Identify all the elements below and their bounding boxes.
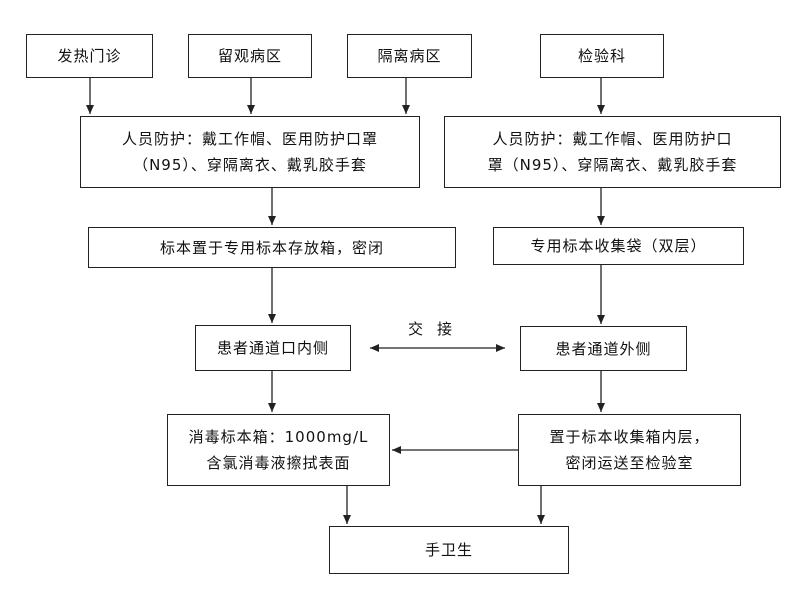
node-transport-line-1: 置于标本收集箱内层，	[549, 428, 710, 446]
node-inner-side-text: 患者通道口内侧	[216, 339, 329, 357]
node-specimen-bag-text: 专用标本收集袋（双层）	[530, 237, 707, 255]
node-protection-right: 人员防护：戴工作帽、医用防护口 罩（N95）、穿隔离衣、戴乳胶手套	[444, 116, 781, 188]
node-hand-hygiene: 手卫生	[329, 526, 569, 574]
node-outer-side-text: 患者通道外侧	[555, 339, 652, 358]
node-fever-clinic: 发热门诊	[26, 34, 153, 78]
node-transport: 置于标本收集箱内层， 密闭运送至检验室	[518, 414, 741, 486]
node-transport-line-2: 密闭运送至检验室	[565, 454, 694, 472]
node-isolation-ward: 隔离病区	[347, 34, 472, 78]
node-disinfect-line-1: 消毒标本箱：1000mg/L	[188, 428, 369, 446]
handover-label: 交接	[408, 320, 467, 338]
node-inner-side: 患者通道口内侧	[195, 325, 351, 371]
node-specimen-box: 标本置于专用标本存放箱，密闭	[88, 227, 456, 268]
node-disinfect: 消毒标本箱：1000mg/L 含氯消毒液擦拭表面	[167, 414, 390, 486]
node-protection-right-line-1: 人员防护：戴工作帽、医用防护口	[492, 130, 733, 148]
node-fever-clinic-text: 发热门诊	[57, 47, 122, 65]
node-protection-left-line-1: 人员防护：戴工作帽、医用防护口罩	[121, 130, 378, 148]
node-protection-left-line-2: （N95）、穿隔离衣、戴乳胶手套	[133, 156, 367, 174]
node-isolation-ward-text: 隔离病区	[377, 47, 442, 65]
node-disinfect-line-2: 含氯消毒液擦拭表面	[206, 454, 351, 472]
node-protection-right-line-2: 罩（N95）、穿隔离衣、戴乳胶手套	[487, 156, 738, 174]
node-hand-hygiene-text: 手卫生	[424, 541, 473, 559]
node-observation-ward: 留观病区	[188, 34, 312, 78]
node-specimen-box-text: 标本置于专用标本存放箱，密闭	[159, 238, 384, 257]
node-observation-ward-text: 留观病区	[217, 47, 282, 65]
node-protection-left: 人员防护：戴工作帽、医用防护口罩 （N95）、穿隔离衣、戴乳胶手套	[80, 116, 420, 188]
node-laboratory: 检验科	[540, 34, 664, 78]
node-specimen-bag: 专用标本收集袋（双层）	[493, 227, 744, 265]
node-laboratory-text: 检验科	[577, 47, 626, 65]
node-outer-side: 患者通道外侧	[520, 326, 687, 371]
